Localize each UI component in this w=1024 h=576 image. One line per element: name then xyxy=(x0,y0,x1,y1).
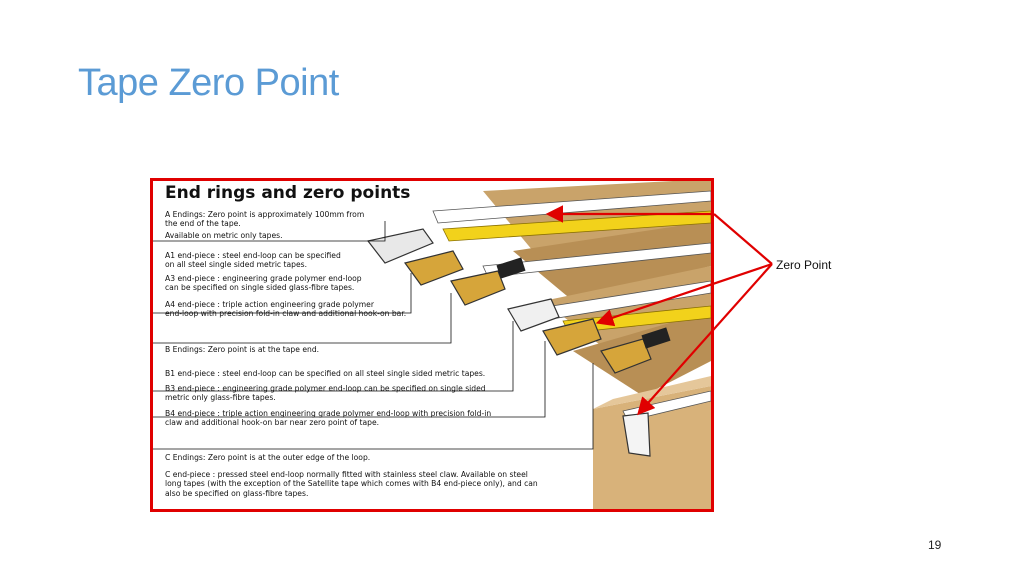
page-number: 19 xyxy=(928,538,942,552)
tapes xyxy=(432,190,711,422)
b-endings-text: B Endings: Zero point is at the tape end… xyxy=(165,345,320,354)
slide-title: Tape Zero Point xyxy=(78,62,339,104)
a3-end-piece-text: A3 end-piece : engineering grade polymer… xyxy=(165,274,362,293)
arrow-b-endings xyxy=(595,262,773,327)
leader-lines xyxy=(153,221,594,450)
b4-end-piece-text: B4 end-piece : triple action engineering… xyxy=(165,409,492,428)
end-loops xyxy=(366,228,671,457)
zero-point-label: Zero Point xyxy=(776,258,832,272)
b1-end-piece-text: B1 end-piece : steel end-loop can be spe… xyxy=(165,369,486,378)
a-endings-note: Available on metric only tapes. xyxy=(165,231,283,240)
arrow-c-endings xyxy=(637,263,773,416)
c-end-piece-text: C end-piece : pressed steel end-loop nor… xyxy=(165,470,538,498)
a1-end-piece-text: A1 end-piece : steel end-loop can be spe… xyxy=(165,251,341,270)
end-rings-figure: End rings and zero points A Endings: Zer… xyxy=(150,178,714,512)
a-endings-text: A Endings: Zero point is approximately 1… xyxy=(165,210,365,229)
a4-end-piece-text: A4 end-piece : triple action engineering… xyxy=(165,300,407,319)
arrow-connector-a xyxy=(713,213,773,265)
b3-end-piece-text: B3 end-piece : engineering grade polymer… xyxy=(165,384,486,403)
c-endings-text: C Endings: Zero point is at the outer ed… xyxy=(165,453,371,462)
figure-title: End rings and zero points xyxy=(165,183,411,203)
tape-illustration xyxy=(153,181,711,509)
